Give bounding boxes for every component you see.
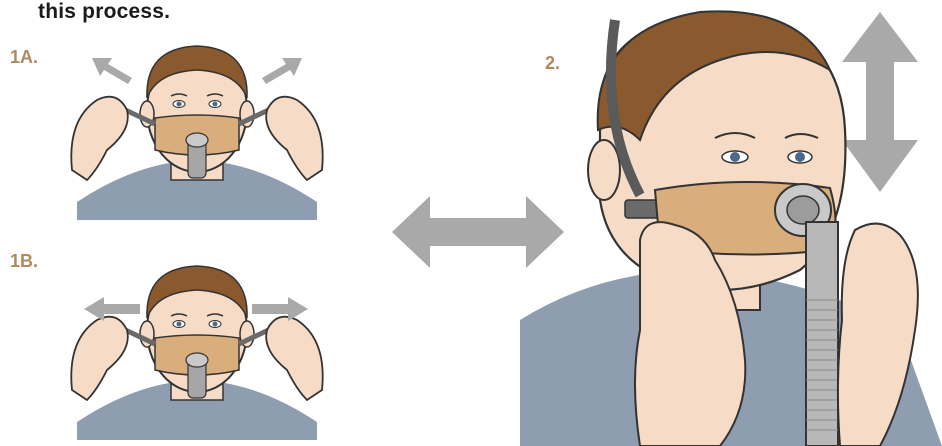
double-arrow-vertical-icon xyxy=(842,12,918,192)
double-arrow-horizontal-icon xyxy=(392,196,564,268)
step-1b-figure xyxy=(71,266,322,440)
